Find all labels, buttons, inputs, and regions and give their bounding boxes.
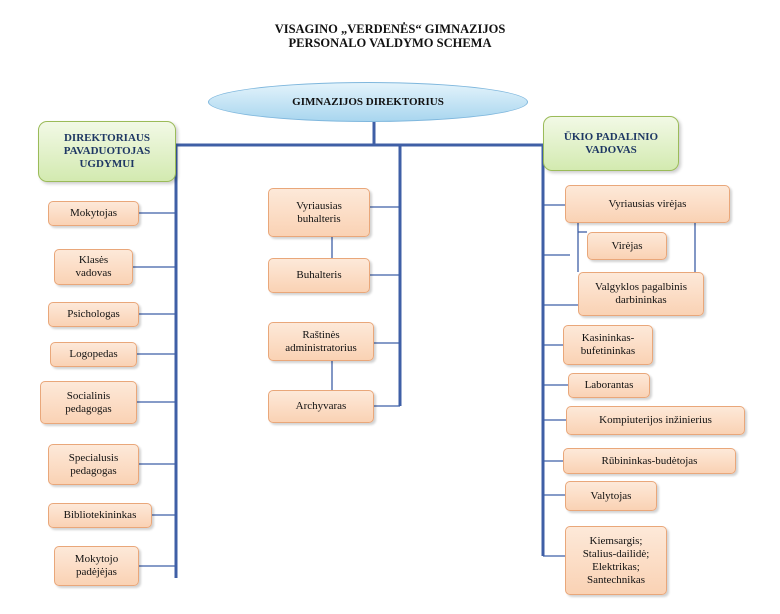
role-label-line: Valytojas <box>590 489 632 502</box>
role-label-line: vadovas <box>75 267 112 279</box>
role-label-line: Bibliotekininkas <box>63 509 137 521</box>
right-role-box: Rūbininkas-budėtojas <box>563 448 736 474</box>
role-label-line: Vyriausias <box>296 199 342 212</box>
center-role-box: Buhalteris <box>268 258 370 293</box>
role-label-line: Archyvaras <box>295 400 347 412</box>
role-label-line: Rūbininkas-budėtojas <box>601 454 698 467</box>
role-label-line: Socialinis <box>66 389 111 402</box>
role-label-line: administratorius <box>285 341 357 354</box>
role-label-line: buhalteris <box>297 212 341 225</box>
role-label-line: pedagogas <box>70 464 117 477</box>
role-label-line: bufetininkas <box>580 345 636 357</box>
center-role-box: Archyvaras <box>268 390 374 423</box>
role-label-line: Valgyklos pagalbinis <box>595 281 687 293</box>
deputy-head-line-2: PAVADUOTOJAS <box>63 145 151 157</box>
role-label-line: Laborantas <box>584 379 634 391</box>
right-role-box: Kompiuterijos inžinierius <box>566 406 745 435</box>
right-role-box: Vyriausias virėjas <box>565 185 730 223</box>
role-label-line: Mokytojas <box>69 207 118 219</box>
role-label-line: darbininkas <box>615 294 667 306</box>
right-role-box: Virėjas <box>587 232 667 260</box>
household-head: ŪKIO PADALINIO VADOVAS <box>543 116 679 171</box>
role-label-line: Klasės <box>78 254 109 266</box>
household-head-line-1: ŪKIO PADALINIO <box>563 130 659 143</box>
role-label-line: Virėjas <box>611 239 643 252</box>
left-role-box: Psichologas <box>48 302 139 327</box>
title-line-2: PERSONALO VALDYMO SCHEMA <box>288 36 492 50</box>
role-label-line: Specialusis <box>68 451 119 464</box>
right-role-box: Kasininkas-bufetininkas <box>563 325 653 365</box>
role-label-line: Vyriausias virėjas <box>608 197 687 210</box>
role-label-line: Psichologas <box>67 308 120 320</box>
role-label-line: Raštinės <box>302 328 340 341</box>
left-role-box: Mokytojas <box>48 201 139 226</box>
left-role-box: Bibliotekininkas <box>48 503 152 528</box>
role-label-line: Stalius-dailidė; <box>582 547 650 560</box>
deputy-head-line-1: DIREKTORIAUS <box>63 132 150 144</box>
deputy-director-head: DIREKTORIAUS PAVADUOTOJAS UGDYMUI <box>38 121 176 182</box>
role-label-line: Buhalteris <box>296 269 342 281</box>
left-role-box: Logopedas <box>50 342 137 367</box>
role-label-line: Kasininkas- <box>581 332 635 344</box>
household-head-line-2: VADOVAS <box>585 143 637 156</box>
role-label-line: Logopedas <box>69 348 118 360</box>
role-label-line: Santechnikas <box>586 573 646 586</box>
deputy-head-line-3: UGDYMUI <box>79 158 135 170</box>
director-box: GIMNAZIJOS DIREKTORIUS <box>208 82 528 122</box>
role-label-line: Kiemsargis; <box>589 534 643 547</box>
role-label-line: Elektrikas; <box>592 560 640 573</box>
role-label-line: pedagogas <box>65 402 112 415</box>
role-label-line: Kompiuterijos inžinierius <box>599 414 712 426</box>
right-role-box: Valytojas <box>565 481 657 511</box>
right-role-box: Kiemsargis;Stalius-dailidė;Elektrikas;Sa… <box>565 526 667 595</box>
role-label-line: Mokytojo <box>74 553 119 565</box>
role-label-line: padėjėjas <box>76 566 117 578</box>
right-role-box: Laborantas <box>568 373 650 398</box>
title-line-1: VISAGINO „VERDENĖS“ GIMNAZIJOS <box>274 22 506 36</box>
